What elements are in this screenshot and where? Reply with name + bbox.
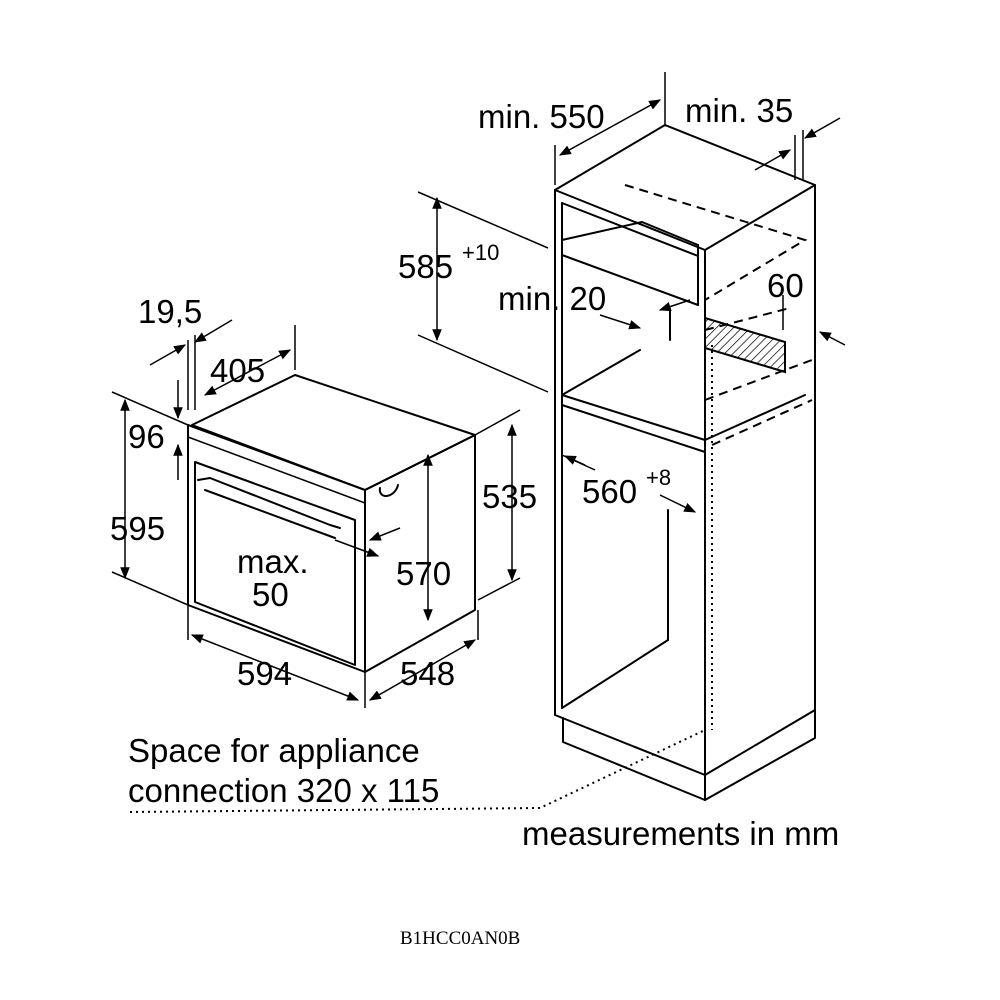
dimension-lines [111, 72, 846, 813]
cabinet-drawing [554, 124, 816, 801]
model-code: B1HCC0AN0B [400, 928, 520, 949]
dimension-labels: 19,5 405 96 595 max. 50 570 535 594 548 … [110, 92, 804, 692]
dim-min-35: min. 35 [685, 92, 793, 129]
dim-19-5: 19,5 [138, 293, 202, 330]
dim-96: 96 [128, 418, 165, 455]
dim-560-tolerance: +8 [646, 465, 671, 490]
dim-594: 594 [237, 655, 292, 692]
connection-note-line-2: connection 320 x 115 [128, 772, 439, 809]
dim-60: 60 [767, 267, 804, 304]
dim-595: 595 [110, 510, 165, 547]
connection-note-line-1: Space for appliance [128, 732, 420, 769]
dim-585-tolerance: +10 [462, 240, 499, 265]
dim-560: 560 [582, 473, 637, 510]
units-note: measurements in mm [522, 815, 839, 852]
notes: Space for appliance connection 320 x 115… [128, 732, 839, 949]
dim-min-550: min. 550 [478, 98, 605, 135]
dim-548: 548 [400, 655, 455, 692]
dim-max-label: max. [237, 543, 309, 580]
dim-535: 535 [482, 478, 537, 515]
dim-405: 405 [210, 352, 265, 389]
dim-570: 570 [396, 555, 451, 592]
dim-50: 50 [252, 576, 289, 613]
dim-min-20: min. 20 [498, 280, 606, 317]
dim-585: 585 [398, 248, 453, 285]
